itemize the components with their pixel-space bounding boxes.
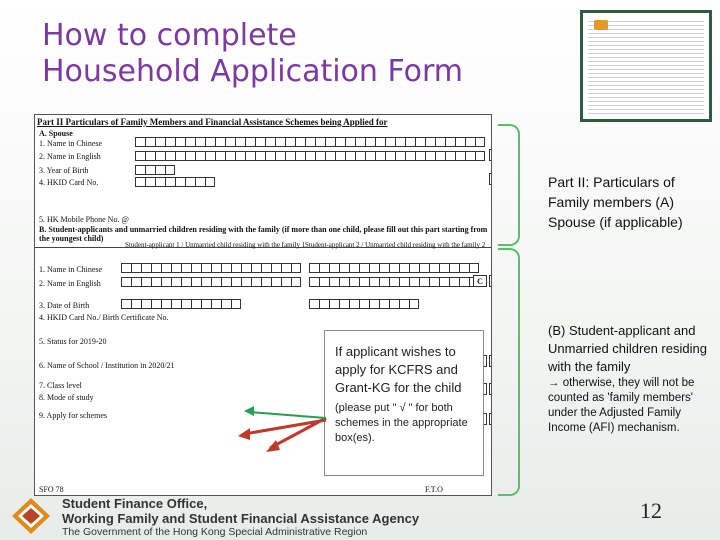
input-boxes [135, 177, 215, 187]
child-row: 7. Class level [39, 381, 82, 390]
bracket-part-b [498, 248, 520, 496]
spouse-row: 5. HK Mobile Phone No. @ [39, 215, 129, 224]
footer-agency: Working Family and Student Financial Ass… [62, 511, 420, 526]
thumbnail-logo-icon [594, 20, 608, 30]
form-continue-note: F.T.O [425, 485, 443, 494]
footer-office: Student Finance Office, [62, 496, 208, 511]
input-boxes [135, 151, 485, 161]
section-b-label: B. Student-applicants and unmarried chil… [39, 225, 488, 243]
note-section-b-main: (B) Student-applicant and Unmarried chil… [548, 323, 707, 374]
child-row: 6. Name of School / Institution in 2020/… [39, 361, 175, 370]
column-header: Student-applicant 2 / Unmarried child re… [305, 241, 486, 249]
form-code: SFO 78 [39, 485, 64, 494]
code-tag: S [489, 355, 491, 367]
agency-logo-icon [12, 498, 50, 534]
spouse-row: 1. Name in Chinese [39, 139, 103, 148]
child-row: 8. Mode of study [39, 393, 94, 402]
code-tag: M [489, 173, 491, 185]
code-tag: C [489, 275, 491, 287]
input-boxes [121, 263, 301, 273]
child-row: 2. Name in English [39, 279, 101, 288]
arrow-icon [266, 416, 327, 452]
input-boxes [309, 299, 419, 309]
slide-title: How to complete Household Application Fo… [42, 18, 463, 90]
divider [35, 247, 491, 248]
child-row: 1. Name in Chinese [39, 265, 103, 274]
callout-main-text: If applicant wishes to apply for KCFRS a… [335, 344, 462, 395]
callout-box: If applicant wishes to apply for KCFRS a… [324, 330, 484, 476]
code-tag: C [473, 275, 487, 287]
callout-sub-text: (please put " √ " for both schemes in th… [335, 402, 468, 444]
code-tag: C [489, 149, 491, 161]
code-tag: B [489, 413, 491, 425]
arrow-icon [244, 406, 327, 419]
column-header: Student-applicant 1 / Unmarried child re… [125, 241, 306, 249]
input-boxes [135, 137, 485, 147]
child-row: 4. HKID Card No./ Birth Certificate No. [39, 313, 169, 322]
footer-government: The Government of the Hong Kong Special … [62, 526, 368, 538]
bracket-part-a [498, 124, 520, 246]
note-part-ii: Part II: Particulars of Family members (… [548, 174, 683, 230]
child-row: 5. Status for 2019-20 [39, 337, 107, 346]
note-section-b: (B) Student-applicant and Unmarried chil… [548, 322, 708, 436]
note-section-b-sub: → otherwise, they will not be counted as… [548, 377, 695, 434]
thumbnail-page [588, 18, 704, 114]
page-number: 12 [640, 498, 662, 523]
input-boxes [309, 263, 479, 273]
input-boxes [121, 299, 241, 309]
child-row: 3. Date of Birth [39, 301, 90, 310]
input-boxes [135, 165, 175, 175]
spouse-row: 3. Year of Birth [39, 166, 89, 175]
code-tag: Y [489, 383, 491, 395]
arrow-icon [238, 418, 327, 440]
form-thumbnail [580, 10, 712, 122]
input-boxes [121, 277, 301, 287]
child-row: 9. Apply for schemes [39, 411, 107, 420]
title-line-1: How to complete [42, 18, 297, 53]
form-part-header: Part II Particulars of Family Members an… [37, 117, 388, 127]
spouse-row: 4. HKID Card No. [39, 178, 99, 187]
spouse-row: 2. Name in English [39, 152, 101, 161]
spouse-label: A. Spouse [39, 129, 73, 138]
title-line-2: Household Application Form [42, 54, 464, 89]
footer-text: Student Finance Office, Working Family a… [62, 496, 419, 539]
